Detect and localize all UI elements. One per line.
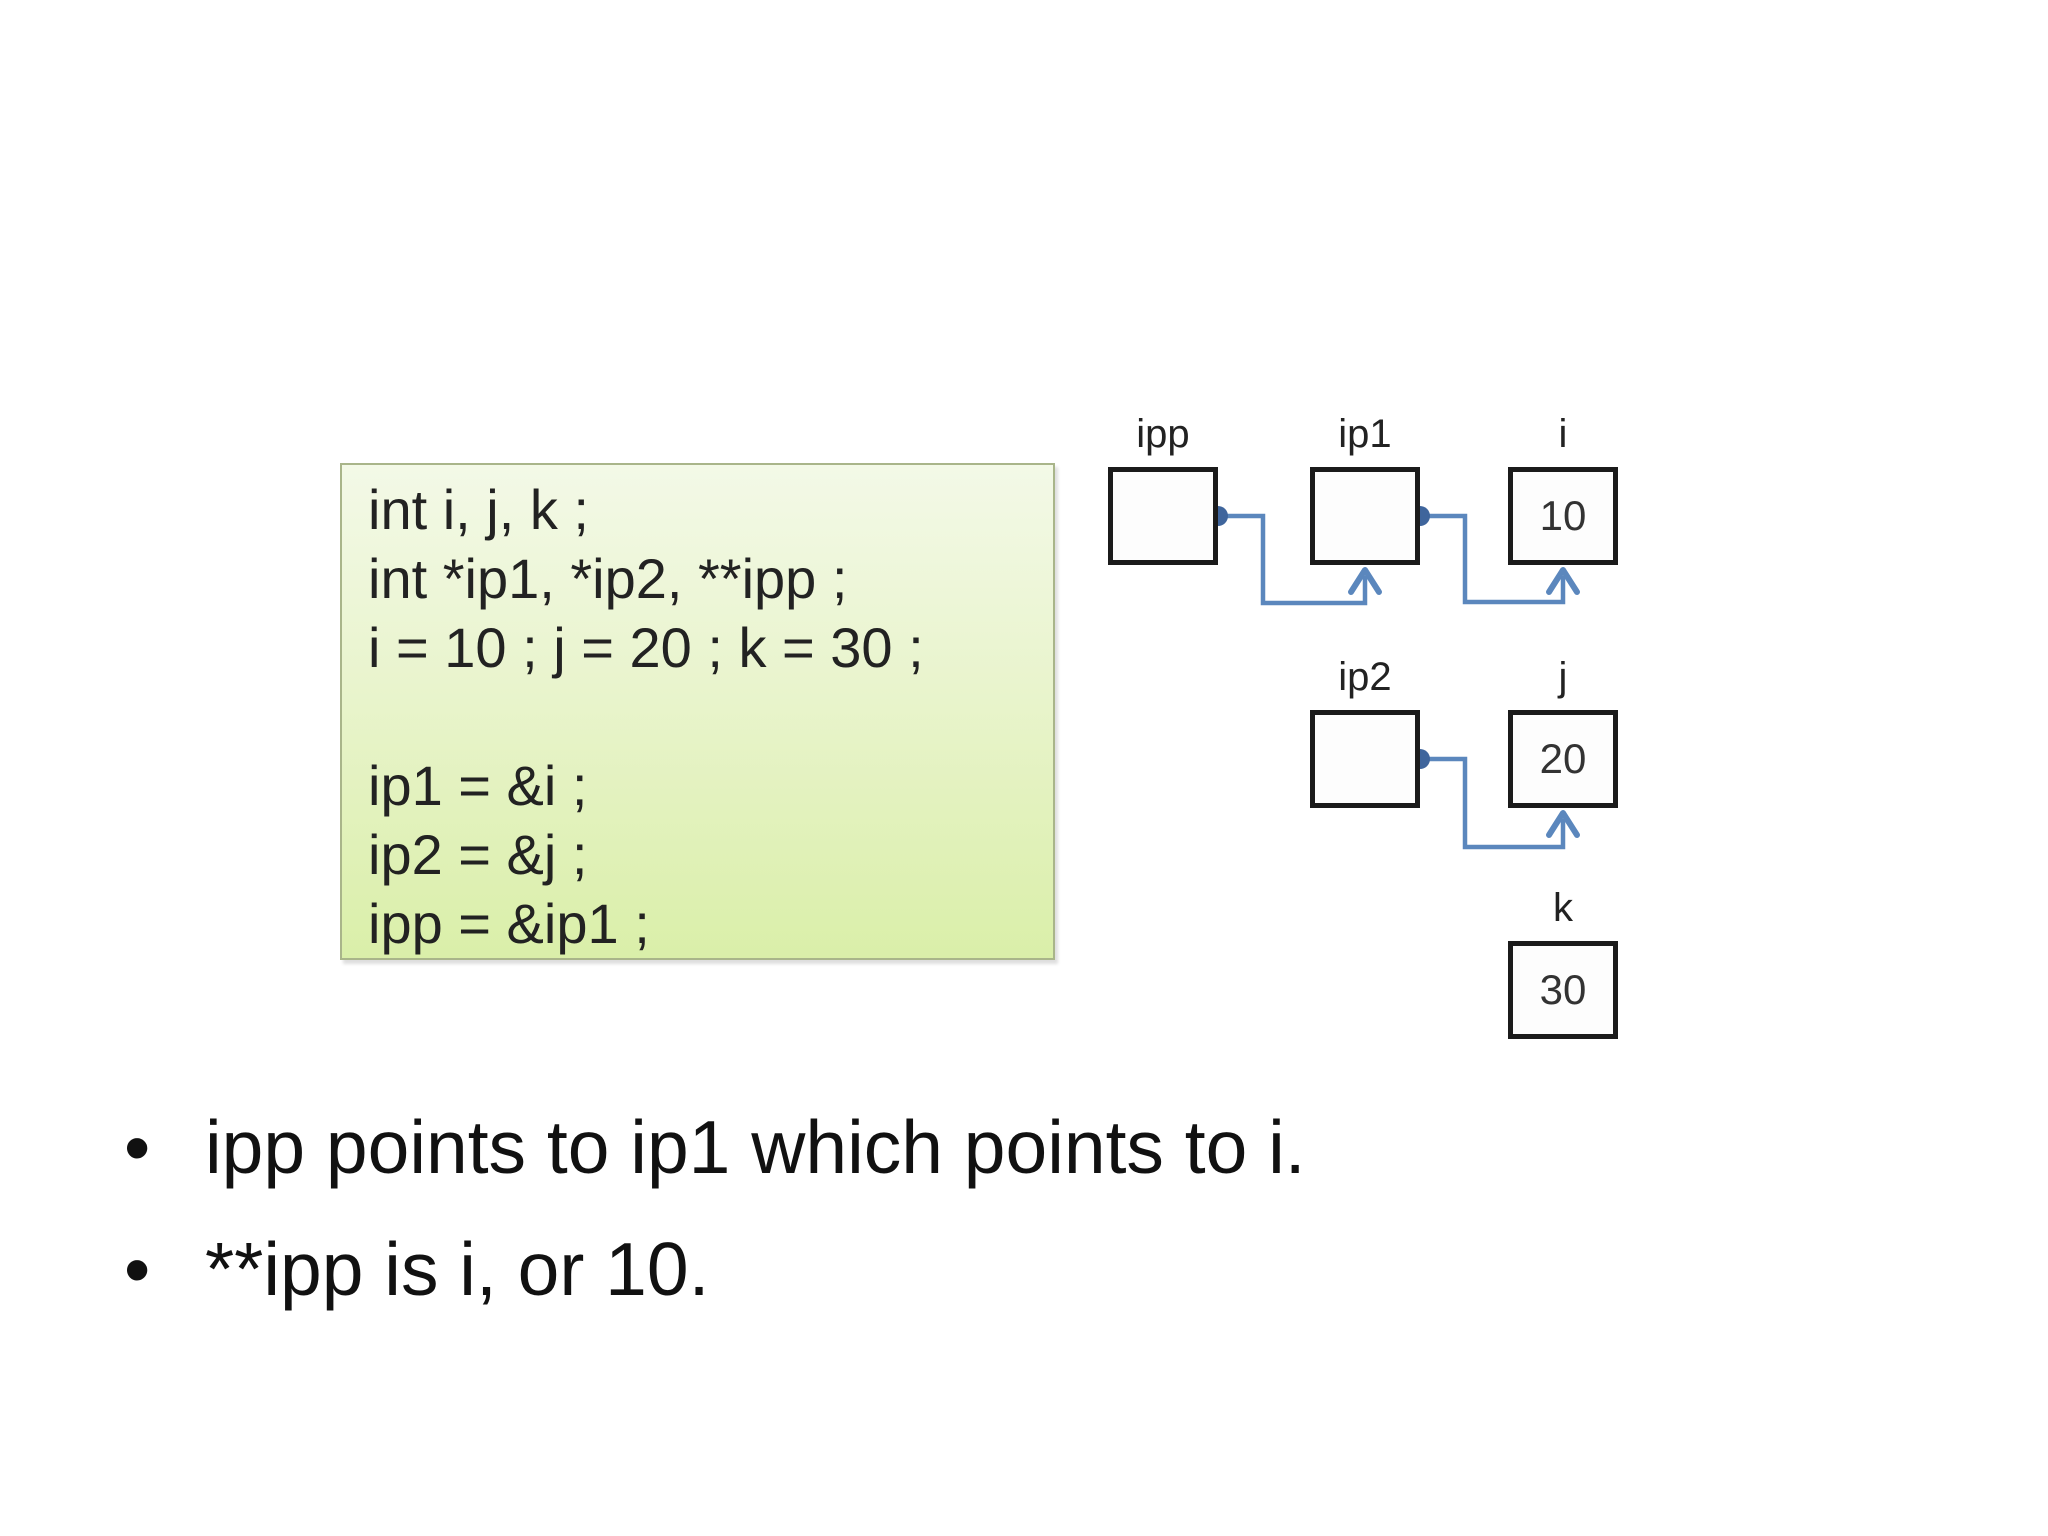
memory-box-label-k: k bbox=[1553, 886, 1573, 930]
memory-box-value-i: 10 bbox=[1539, 492, 1587, 539]
bullet-dot-icon: • bbox=[124, 1105, 151, 1189]
arrowhead-icon bbox=[1348, 567, 1382, 595]
memory-box-label-i: i bbox=[1558, 412, 1568, 456]
code-line: ipp = &ip1 ; bbox=[368, 892, 650, 955]
memory-box-i: 10 bbox=[1508, 467, 1618, 565]
memory-box-ipp bbox=[1108, 467, 1218, 565]
code-line: ip1 = &i ; bbox=[368, 754, 588, 817]
code-line: int i, j, k ; bbox=[368, 478, 589, 541]
memory-box-label-ipp: ipp bbox=[1136, 412, 1190, 456]
code-line: ip2 = &j ; bbox=[368, 823, 588, 886]
code-line: i = 10 ; j = 20 ; k = 30 ; bbox=[368, 616, 924, 679]
code-line: int *ip1, *ip2, **ipp ; bbox=[368, 547, 848, 610]
connector-ip2-to-j bbox=[1420, 756, 1566, 850]
memory-box-j: 20 bbox=[1508, 710, 1618, 808]
connector-ipp-to-ip1 bbox=[1218, 513, 1368, 606]
connector-ip1-to-i bbox=[1420, 513, 1566, 605]
bullet-item: • ipp points to ip1 which points to i. bbox=[112, 1086, 1306, 1208]
memory-box-label-ip2: ip2 bbox=[1338, 655, 1392, 699]
bullet-dot-icon: • bbox=[124, 1227, 151, 1311]
bullet-item-text: **ipp is i, or 10. bbox=[205, 1227, 710, 1311]
memory-box-label-j: j bbox=[1558, 655, 1568, 699]
memory-box-k: 30 bbox=[1508, 941, 1618, 1039]
code-snippet-panel: int i, j, k ; int *ip1, *ip2, **ipp ; i … bbox=[340, 463, 1055, 960]
memory-box-ip2 bbox=[1310, 710, 1420, 808]
memory-box-label-ip1: ip1 bbox=[1338, 412, 1392, 456]
arrowhead-icon bbox=[1546, 567, 1580, 595]
arrowhead-icon bbox=[1546, 810, 1580, 838]
bullet-item-text: ipp points to ip1 which points to i. bbox=[205, 1105, 1306, 1189]
memory-box-value-j: 20 bbox=[1539, 735, 1587, 782]
memory-box-ip1 bbox=[1310, 467, 1420, 565]
memory-box-value-k: 30 bbox=[1539, 966, 1587, 1013]
bullet-item: • **ipp is i, or 10. bbox=[112, 1208, 709, 1330]
